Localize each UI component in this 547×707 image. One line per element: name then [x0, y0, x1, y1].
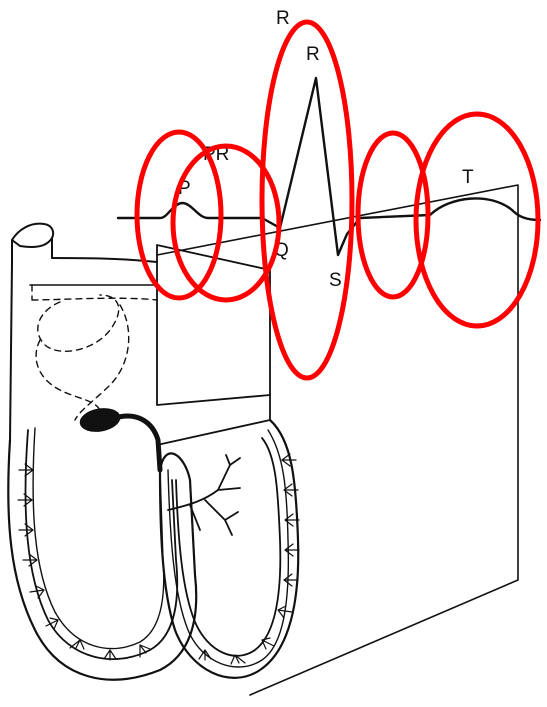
bundle-of-his [115, 416, 160, 470]
septum-lower-edge [157, 395, 270, 445]
atrium-dashed-2 [38, 295, 119, 351]
label-t: T [462, 167, 474, 188]
purkinje-fibers-right [199, 454, 299, 664]
atrium-appendage-neck [12, 238, 52, 262]
purkinje-fibers-left [18, 464, 150, 660]
label-r-outer: R [276, 8, 290, 29]
atrium-dashed-3 [75, 305, 129, 420]
ecg-trace [118, 78, 540, 255]
label-s: S [329, 270, 342, 291]
back-plane-outline [157, 185, 518, 695]
atrium-dashed-4 [36, 340, 100, 410]
label-r-peak: R [306, 44, 320, 65]
left-bundle-branch [33, 428, 164, 649]
atrium-dashed-1 [32, 285, 157, 300]
highlight-t-wave [416, 114, 538, 326]
highlight-p-wave [137, 132, 221, 298]
highlight-ellipses [137, 22, 538, 378]
atrium-appendage [12, 224, 53, 247]
